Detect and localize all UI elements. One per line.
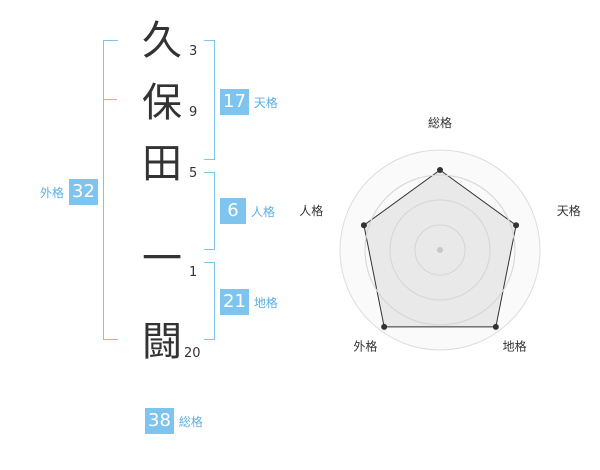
chikaku-label: 地格 [253,295,278,310]
name-char-5: 闘 [142,319,182,365]
gaikaku-label: 外格 [40,185,65,200]
stroke-count-5: 20 [184,346,201,361]
soukaku-value: 38 [145,408,174,434]
jinkaku-label: 人格 [251,204,276,219]
name-char-4: 一 [142,236,182,282]
radar-point [437,167,443,173]
radar-point [513,222,520,229]
jinkaku-value: 6 [220,198,246,224]
soukaku-score: 38 総格 [145,408,203,434]
name-char-1: 久 [142,18,182,64]
stroke-count-1: 3 [189,44,198,59]
chikaku-bracket [204,262,215,340]
radar-point [381,323,388,330]
name-char-2: 保 [142,80,182,126]
tenkaku-bracket [204,40,215,160]
jinkaku-score: 6 人格 [220,198,275,224]
jinkaku-bracket [204,172,215,250]
radar-point [360,222,367,229]
radar-axis-label: 総格 [428,115,452,130]
stroke-count-4: 1 [189,265,198,280]
radar-inner-ring [389,199,491,301]
chikaku-score: 21 地格 [220,289,278,315]
tenkaku-score: 17 天格 [220,89,278,115]
name-char-3: 田 [142,141,182,187]
tenkaku-label: 天格 [253,95,278,110]
gaikaku-value: 32 [69,179,98,205]
chikaku-value: 21 [220,289,249,315]
radar-inner-ring [414,224,466,276]
radar-point [492,323,499,330]
stroke-count-3: 5 [189,166,198,181]
radar-center [437,247,443,253]
gaikaku-bracket [103,40,118,340]
stroke-count-2: 9 [189,105,198,120]
gaikaku-score: 外格 32 [40,179,98,205]
tenkaku-value: 17 [220,89,249,115]
soukaku-label: 総格 [178,414,203,429]
radar-inner-ring [364,174,516,326]
radar-axis-label: 地格 [503,339,527,354]
bracket-tick-left-1 [103,99,117,100]
radar-axis-label: 人格 [299,203,323,218]
radar-axis-label: 天格 [557,203,581,218]
radar-axis-label: 外格 [353,339,377,354]
